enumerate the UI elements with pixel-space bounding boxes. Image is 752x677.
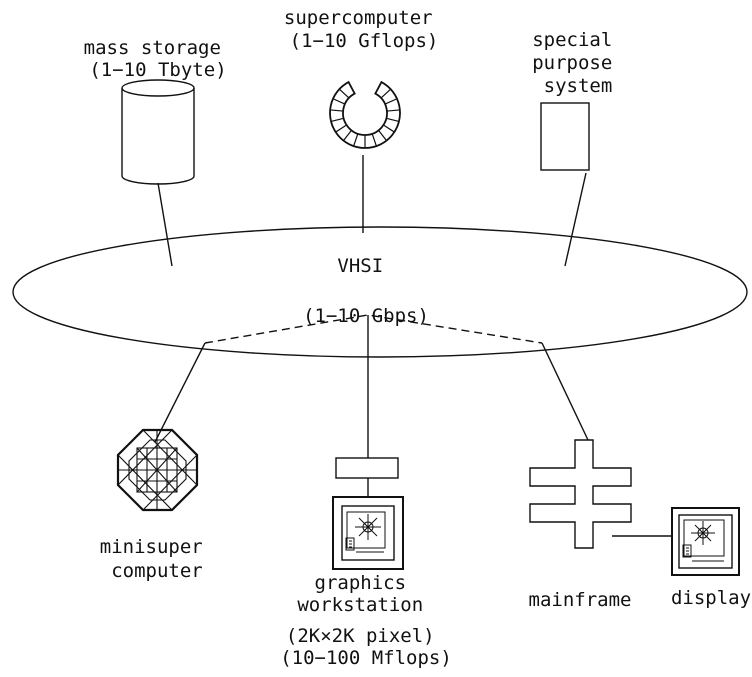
ring-segment	[380, 88, 392, 99]
special-purpose-label: special purpose system	[532, 29, 624, 97]
minisuper-label: minisuper computer	[100, 536, 214, 582]
supercomputer-label: supercomputer (1−10 Gflops)	[284, 7, 444, 52]
ring-segment	[383, 124, 395, 133]
ring-segment	[378, 129, 388, 141]
ring-outline	[329, 80, 401, 149]
ring-segment	[353, 133, 359, 147]
workstation-icon	[332, 457, 404, 570]
vhsi-label: VHSI (1−10 Gbps)	[303, 255, 429, 327]
workstation-label: graphics workstation (2K×2K pixel) (10−1…	[280, 572, 452, 669]
ring-segment	[386, 109, 400, 112]
ring-segment	[332, 98, 346, 105]
mainframe-label: mainframe	[529, 589, 632, 611]
ring-segment	[386, 117, 400, 123]
internal-bus	[204, 314, 543, 344]
display-icon	[671, 507, 740, 576]
special-purpose-link	[564, 172, 587, 267]
minisuper-link	[154, 342, 206, 443]
ring-segment	[384, 98, 398, 105]
vhsi-ellipse	[12, 226, 748, 358]
display-label: display	[671, 587, 751, 609]
octagon-lattice-icon	[116, 428, 199, 512]
ring-segment	[342, 129, 352, 141]
ring-segment	[330, 109, 344, 112]
ring-segment	[330, 117, 344, 123]
mainframe-icon	[529, 439, 632, 549]
ring-segment	[338, 88, 350, 99]
ring-segment	[335, 124, 347, 133]
cylinder-icon	[121, 79, 195, 185]
ring-segment	[371, 133, 377, 147]
mainframe-link	[541, 342, 589, 441]
square-icon	[540, 102, 590, 171]
mass-storage-link	[157, 182, 173, 267]
ring-icon	[329, 80, 401, 149]
mass-storage-label: mass storage (1−10 Tbyte)	[84, 37, 233, 81]
